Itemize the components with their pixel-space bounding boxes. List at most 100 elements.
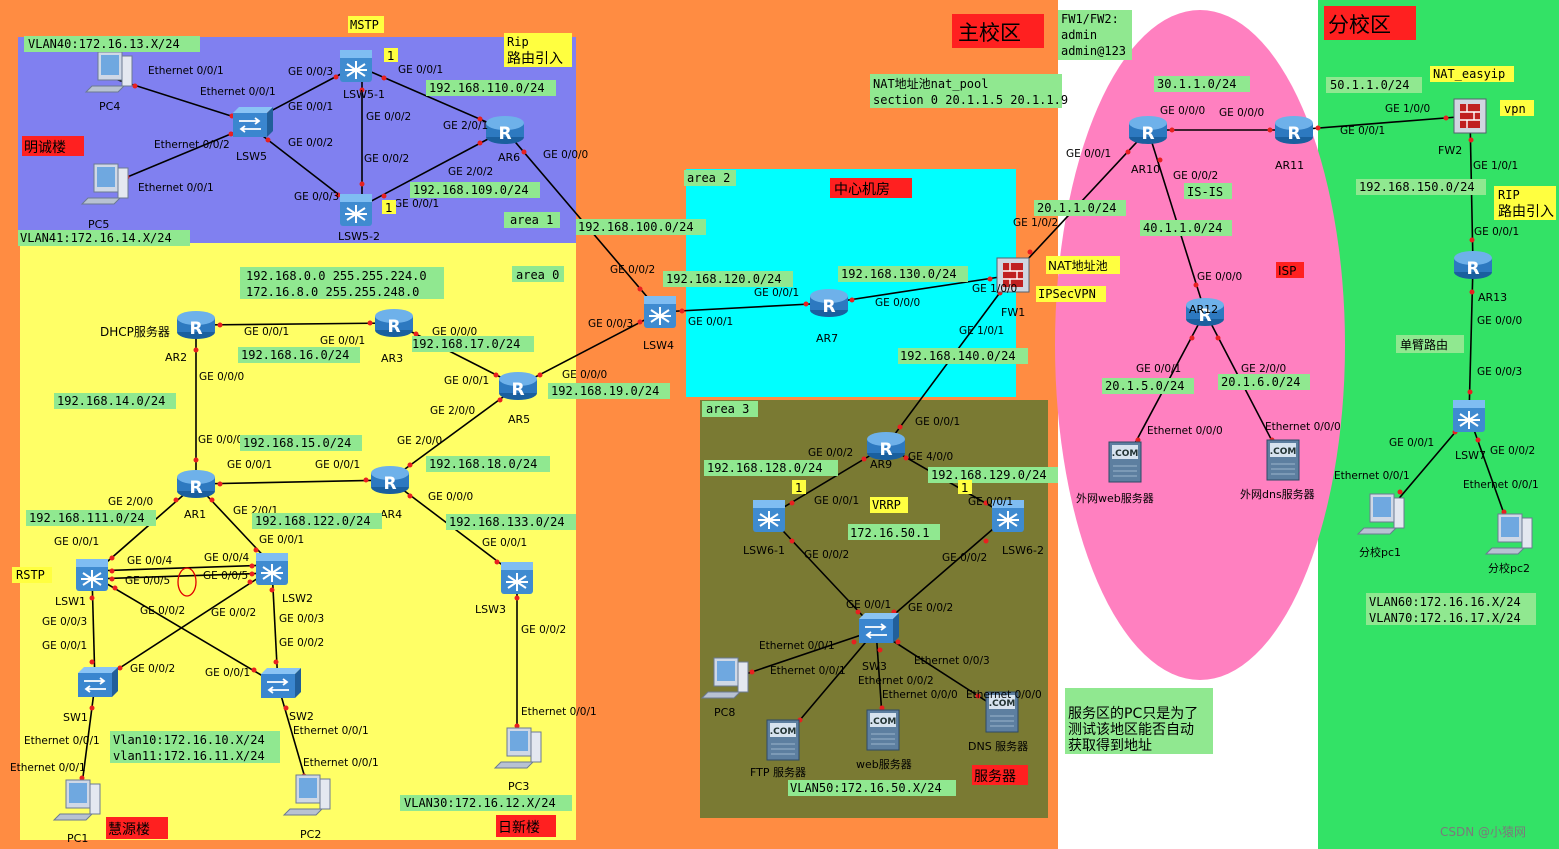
lsw3-icon[interactable]: [500, 561, 534, 595]
port-label: Ethernet 0/0/1: [293, 725, 369, 737]
label-pc1: PC1: [67, 832, 88, 845]
ar1-icon[interactable]: [177, 470, 215, 498]
port-label: Ethernet 0/0/1: [1463, 479, 1539, 491]
ar11-icon[interactable]: [1275, 116, 1313, 144]
port-label: GE 0/0/1: [444, 375, 489, 387]
branch-zone-title: 分校区: [1328, 13, 1391, 37]
rstp-tag: RSTP: [16, 568, 45, 582]
vlan40-label: VLAN40:172.16.13.X/24: [28, 37, 180, 51]
lsw6-1-icon[interactable]: [752, 499, 786, 533]
ar2-icon[interactable]: [177, 311, 215, 339]
port-label: Ethernet 0/0/0: [966, 689, 1042, 701]
center-room-title: 中心机房: [834, 182, 890, 198]
vlan60-label: VLAN60:172.16.16.X/24: [1369, 595, 1521, 609]
ar5-icon[interactable]: [499, 372, 537, 400]
ar7-icon[interactable]: [810, 289, 848, 317]
net-17-label: 192.168.17.0/24: [412, 337, 520, 351]
label-branch-pc1: 分校pc1: [1359, 545, 1401, 559]
ar6-icon[interactable]: [486, 116, 524, 144]
lsw7-icon[interactable]: [1452, 399, 1486, 433]
port-label: GE 4/0/0: [908, 451, 953, 463]
ar9-icon[interactable]: [867, 432, 905, 460]
fw-creds-line3: admin@123: [1061, 44, 1126, 58]
vlan70-label: VLAN70:172.16.17.X/24: [1369, 611, 1521, 625]
port-label: GE 0/0/1: [394, 198, 439, 210]
port-label: GE 0/0/1: [227, 459, 272, 471]
server-title: 服务器: [974, 769, 1016, 785]
vrrp-ip-label: 172.16.50.1: [850, 526, 929, 540]
port-label: GE 0/0/1: [968, 496, 1013, 508]
net-206-label: 20.1.6.0/24: [1221, 375, 1300, 389]
title-labels: 主校区 分校区 中心机房 明诚楼 慧源楼 日新楼 服务器 ISP DHCP服务器…: [22, 6, 1526, 839]
area3-label: area 3: [706, 402, 749, 416]
ext-web-server-icon[interactable]: [1108, 441, 1142, 483]
lsw4-icon[interactable]: [643, 295, 677, 329]
label-ar11: AR11: [1275, 159, 1304, 172]
port-label: GE 0/0/2: [1490, 445, 1535, 457]
net-140-label: 192.168.140.0/24: [900, 349, 1016, 363]
port-label: GE 0/0/0: [543, 149, 588, 161]
label-fw1: FW1: [1001, 306, 1025, 319]
net-20-label: 20.1.1.0/24: [1037, 201, 1116, 215]
port-label: Ethernet 0/0/0: [882, 689, 958, 701]
port-label: GE 1/0/1: [1473, 160, 1518, 172]
port-label: GE 0/0/2: [288, 137, 333, 149]
port-label: GE 0/0/3: [588, 318, 633, 330]
port-label: GE 0/0/4: [204, 552, 250, 564]
port-label: GE 0/0/2: [804, 549, 849, 561]
label-lsw5-2: LSW5-2: [338, 230, 380, 243]
lsw2-icon[interactable]: [255, 552, 289, 586]
port-label: GE 0/0/4: [127, 555, 173, 567]
port-label: GE 0/0/2: [130, 663, 175, 675]
net-120-label: 192.168.120.0/24: [666, 272, 782, 286]
port-label: GE 0/0/0: [432, 326, 477, 338]
net-109-label: 192.168.109.0/24: [413, 183, 529, 197]
server-note-line3: 获取得到地址: [1068, 737, 1152, 754]
port-label: Ethernet 0/0/1: [521, 706, 597, 718]
label-ar5: AR5: [508, 413, 530, 426]
ext-dns-server-icon[interactable]: [1266, 439, 1300, 481]
label-ar10: AR10: [1131, 163, 1160, 176]
sw2-icon[interactable]: [260, 667, 302, 699]
ar13-icon[interactable]: [1454, 251, 1492, 279]
web-server-icon[interactable]: [866, 709, 900, 751]
label-lsw6-1: LSW6-1: [743, 544, 785, 557]
ar4-icon[interactable]: [371, 466, 409, 494]
port-label: GE 0/0/2: [364, 153, 409, 165]
fw2-icon[interactable]: [1453, 98, 1487, 134]
net-40-label: 40.1.1.0/24: [1143, 221, 1222, 235]
port-label: Ethernet 0/0/0: [1265, 421, 1341, 433]
port-label: GE 0/0/1: [315, 459, 360, 471]
port-label: Ethernet 0/0/1: [24, 735, 100, 747]
ar3-icon[interactable]: [375, 309, 413, 337]
label-pc3: PC3: [508, 780, 529, 793]
nat-pool-line1: NAT地址池nat_pool: [873, 77, 988, 91]
port-label: GE 1/0/0: [1385, 103, 1430, 115]
port-label: GE 2/0/2: [448, 166, 493, 178]
ar10-icon[interactable]: [1129, 116, 1167, 144]
sw3-icon[interactable]: [858, 612, 900, 644]
svg-text:1: 1: [795, 481, 803, 495]
lsw1-icon[interactable]: [75, 558, 109, 592]
lsw5-icon[interactable]: [232, 106, 274, 138]
mstp-tag: MSTP: [350, 18, 379, 32]
svg-text:1: 1: [385, 201, 393, 215]
label-web-server: web服务器: [856, 758, 912, 771]
label-ar1: AR1: [184, 508, 206, 521]
port-label: GE 0/0/1: [754, 287, 799, 299]
port-label: Ethernet 0/0/1: [148, 65, 224, 77]
net-122-label: 192.168.122.0/24: [255, 514, 371, 528]
vlan50-label: VLAN50:172.16.50.X/24: [790, 781, 942, 795]
label-ftp-server: FTP 服务器: [750, 766, 806, 779]
port-label: GE 0/0/2: [140, 605, 185, 617]
ftp-server-icon[interactable]: [766, 719, 800, 761]
sw1-icon[interactable]: [77, 666, 119, 698]
isp-ellipse: [1055, 10, 1345, 680]
lsw5-1-icon[interactable]: [339, 49, 373, 83]
lsw5-2-icon[interactable]: [339, 193, 373, 227]
port-label: GE 2/0/1: [443, 120, 488, 132]
port-label: GE 0/0/2: [366, 111, 411, 123]
port-label: Ethernet 0/0/1: [10, 762, 86, 774]
net-129-label: 192.168.129.0/24: [931, 468, 1047, 482]
fw-creds-line2: admin: [1061, 28, 1097, 42]
